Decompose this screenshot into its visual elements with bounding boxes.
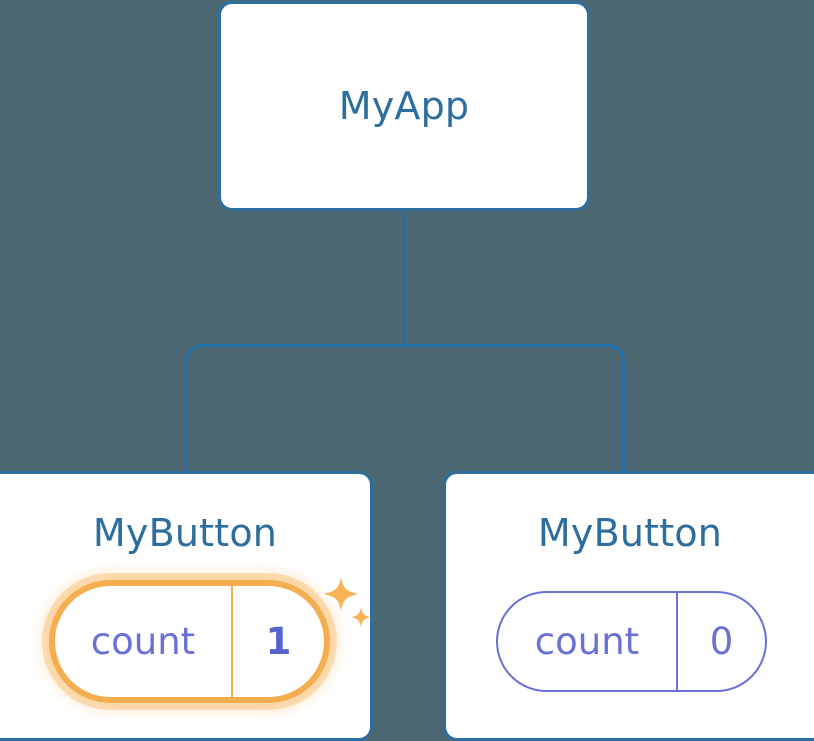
state-pill-count-right[interactable]: count 0 (496, 591, 767, 692)
node-myapp[interactable]: MyApp (218, 1, 590, 211)
node-mybutton-left-title: MyButton (92, 511, 278, 555)
state-pill-left-value: 1 (231, 586, 324, 697)
state-pill-right-key: count (534, 620, 640, 663)
node-myapp-title: MyApp (338, 84, 470, 128)
sparkle-large-icon (324, 577, 358, 611)
sparkle-group (324, 577, 371, 628)
node-mybutton-right[interactable]: MyButton count 0 (443, 471, 814, 741)
state-pill-right-value: 0 (676, 593, 765, 690)
node-mybutton-left[interactable]: MyButton count 1 (0, 471, 373, 741)
node-mybutton-right-title: MyButton (537, 511, 723, 555)
state-pill-left-key: count (90, 620, 196, 663)
state-pill-count-left[interactable]: count 1 (49, 580, 330, 703)
edge-children-bus (185, 344, 625, 474)
sparkle-small-icon (351, 607, 371, 628)
